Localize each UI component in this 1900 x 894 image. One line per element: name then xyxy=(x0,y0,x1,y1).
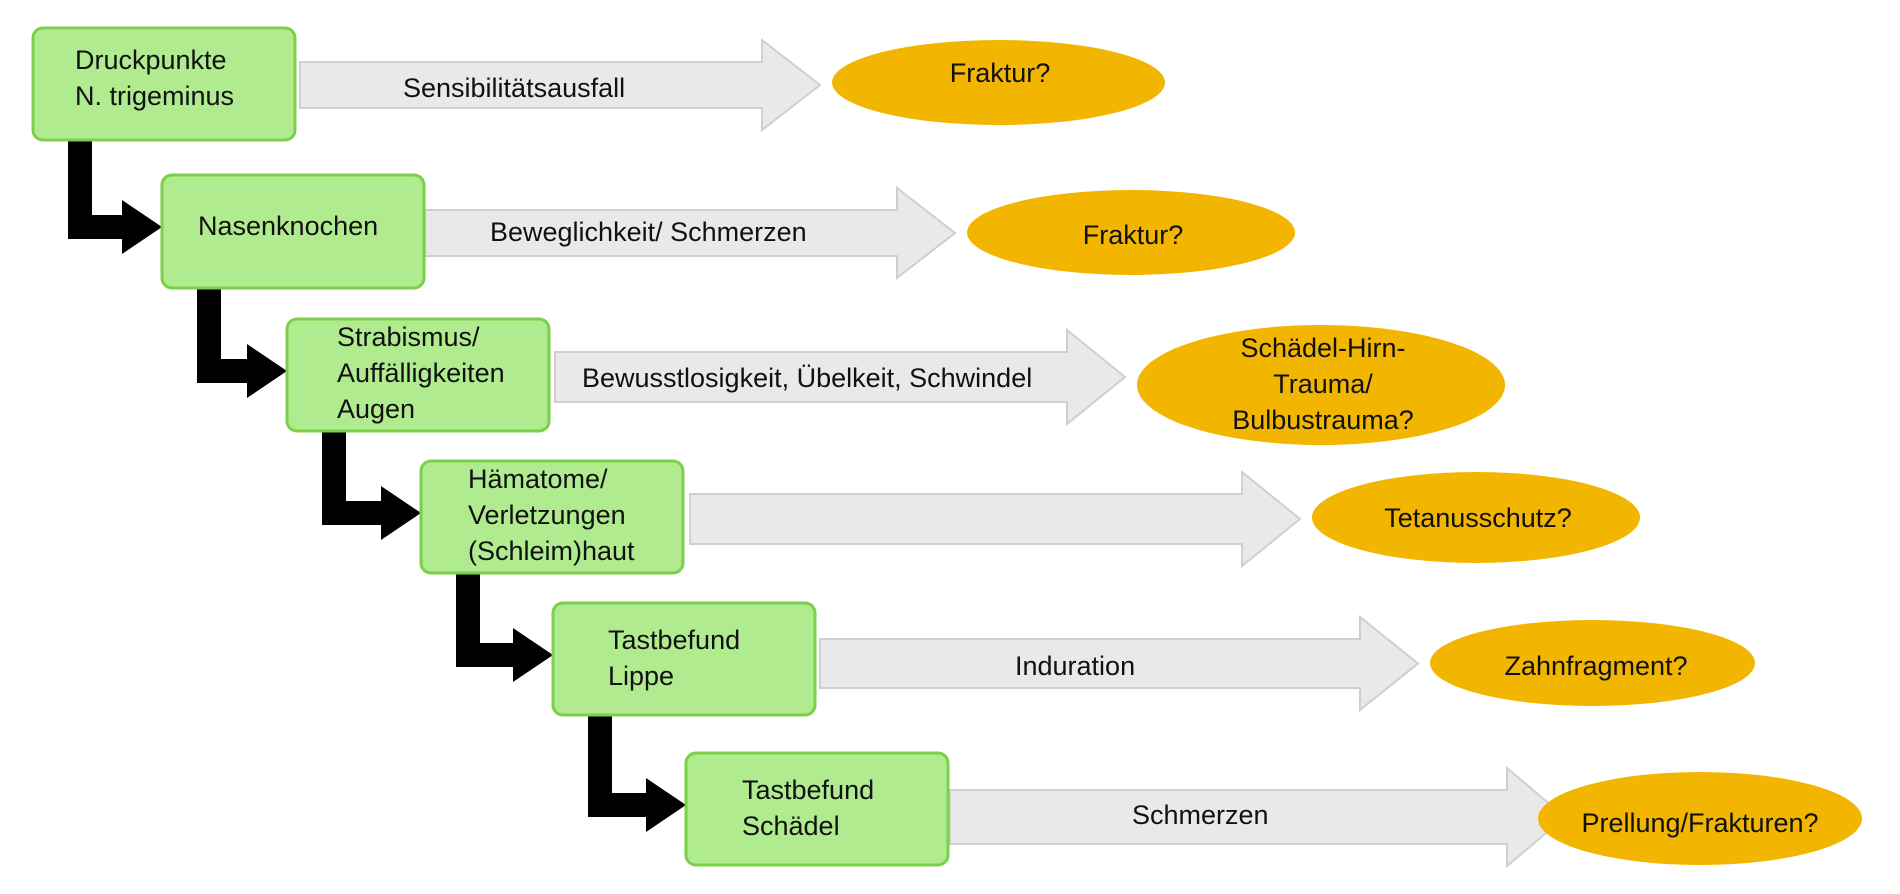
result-line: Tetanusschutz? xyxy=(1384,503,1572,533)
step-box xyxy=(160,173,426,290)
box-line: Nasenknochen xyxy=(198,211,379,241)
box-line: N. trigeminus xyxy=(75,81,235,112)
shape-layer xyxy=(31,26,1862,869)
finding-label: Bewusstlosigkeit, Übelkeit, Schwindel xyxy=(582,363,1033,393)
finding-arrow xyxy=(819,614,1420,713)
step-box xyxy=(31,26,297,142)
box-line: Lippe xyxy=(608,661,675,692)
connector-line xyxy=(322,429,385,525)
result-oval xyxy=(1430,620,1755,706)
finding-label: Sensibilitätsausfall xyxy=(403,73,626,103)
step-box-label: Hämatome/ Verletzungen (Schleim)haut xyxy=(468,461,635,570)
result-oval xyxy=(1137,325,1505,445)
connector-arrowhead xyxy=(513,628,553,682)
result-label: Tetanusschutz? xyxy=(1384,500,1572,536)
box-line: Strabismus/ xyxy=(337,322,480,352)
result-line: Zahnfragment? xyxy=(1504,651,1688,681)
box-line: Hämatome/ xyxy=(468,464,608,494)
step-box xyxy=(551,601,817,717)
result-line: Prellung/Frakturen? xyxy=(1581,808,1819,838)
result-line: Schädel-Hirn- xyxy=(1240,333,1406,363)
connector-line xyxy=(68,138,126,239)
finding-label: Beweglichkeit/ Schmerzen xyxy=(490,217,807,247)
step-box xyxy=(419,459,685,575)
finding-arrow xyxy=(299,37,822,133)
finding-arrow xyxy=(554,327,1127,427)
result-line: Bulbustrauma? xyxy=(1232,405,1414,436)
result-oval xyxy=(967,190,1295,275)
box-line: (Schleim)haut xyxy=(468,536,635,567)
box-line: Tastbefund xyxy=(742,775,875,805)
step-box xyxy=(684,751,950,867)
result-label: Fraktur? xyxy=(1083,217,1184,253)
box-line: Verletzungen xyxy=(468,500,626,531)
connector-arrowhead xyxy=(381,486,421,540)
step-box-label: Tastbefund Schädel xyxy=(742,772,874,844)
finding-arrow xyxy=(689,469,1302,569)
finding-label: Induration xyxy=(1015,651,1136,681)
connector-arrowhead xyxy=(122,200,162,254)
finding-label: Schmerzen xyxy=(1132,800,1269,830)
result-line: Trauma/ xyxy=(1273,369,1373,400)
connector-line xyxy=(197,286,251,383)
step-box-label: Druckpunkte N. trigeminus xyxy=(75,42,234,114)
result-line: Fraktur? xyxy=(949,58,1051,88)
box-line: Schädel xyxy=(742,811,840,842)
connector-arrowhead xyxy=(646,778,686,832)
box-line: Tastbefund xyxy=(608,625,741,655)
connector-layer xyxy=(68,138,686,832)
step-box xyxy=(285,317,551,433)
result-label: Prellung/Frakturen? xyxy=(1581,805,1818,841)
box-line: Augen xyxy=(337,394,416,425)
box-line: Auffälligkeiten xyxy=(337,358,505,389)
connector-line xyxy=(588,713,650,817)
box-line: Druckpunkte xyxy=(75,45,227,75)
finding-arrow xyxy=(424,185,957,281)
step-box-label: Nasenknochen xyxy=(198,208,378,244)
result-line: Fraktur? xyxy=(1082,220,1184,250)
step-box-label: Strabismus/ Auffälligkeiten Augen xyxy=(337,319,505,428)
result-label: Zahnfragment? xyxy=(1504,648,1687,684)
connector-arrowhead xyxy=(247,344,287,398)
result-oval xyxy=(1312,472,1640,563)
result-oval xyxy=(832,40,1165,125)
step-box-label: Tastbefund Lippe xyxy=(608,622,740,694)
result-oval xyxy=(1538,772,1862,865)
finding-arrow xyxy=(949,765,1567,869)
connector-line xyxy=(456,571,517,667)
result-label: Schädel-Hirn- Trauma/ Bulbustrauma? xyxy=(1232,330,1414,439)
result-label: Fraktur? xyxy=(950,55,1051,91)
